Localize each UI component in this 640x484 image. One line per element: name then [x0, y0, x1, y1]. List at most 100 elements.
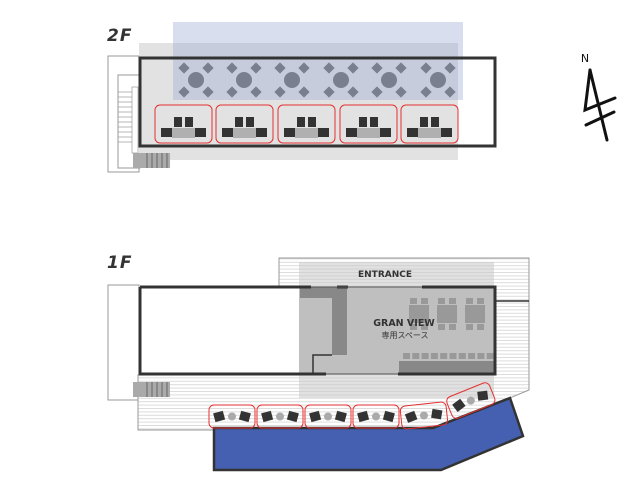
table-icon	[419, 411, 428, 420]
table-icon	[381, 72, 397, 88]
table-icon	[437, 305, 457, 323]
highlight-zone	[173, 22, 463, 100]
table-icon	[333, 72, 349, 88]
booth	[215, 104, 274, 144]
floor-1f-label: 1F	[107, 253, 132, 273]
chair-icon	[370, 117, 378, 127]
side-box	[107, 284, 140, 401]
table-icon	[228, 412, 236, 421]
table-icon	[409, 305, 429, 323]
booth-outline	[154, 104, 213, 144]
chair-icon	[430, 353, 438, 359]
seat-outline	[208, 404, 256, 429]
booth-outline	[277, 104, 336, 144]
chair-icon	[403, 353, 410, 359]
chair-icon	[477, 353, 485, 359]
chair-icon	[286, 410, 299, 423]
seat-outline	[399, 401, 449, 430]
booth	[339, 104, 398, 144]
chair-icon	[308, 117, 316, 127]
chair-icon	[359, 117, 367, 127]
chair-icon	[420, 117, 428, 127]
seat-outline	[256, 404, 304, 429]
chair-icon	[238, 410, 251, 423]
chair-icon	[421, 324, 428, 330]
chair-icon	[284, 128, 295, 137]
table-icon	[295, 128, 318, 138]
chair-icon	[421, 298, 428, 304]
chair-icon	[261, 410, 274, 423]
area-subtitle: 専用スペース	[381, 330, 428, 340]
table-icon	[430, 72, 446, 88]
seat-outline	[446, 382, 496, 419]
chair-icon	[246, 117, 254, 127]
chair-icon	[410, 298, 417, 304]
booth	[277, 104, 336, 144]
chair-icon	[438, 324, 445, 330]
north-arrow: N	[581, 52, 617, 142]
chair-icon	[477, 324, 484, 330]
chair-icon	[441, 128, 452, 137]
chair-icon	[452, 398, 466, 412]
chair-icon	[438, 298, 445, 304]
chair-icon	[380, 128, 391, 137]
stair-steps-1f	[133, 382, 170, 397]
table-icon	[324, 412, 332, 421]
chair-icon	[412, 353, 420, 359]
chair-icon	[440, 353, 448, 359]
table-icon	[236, 72, 252, 88]
indoor-room	[139, 287, 299, 374]
chair-icon	[468, 353, 476, 359]
highlight-zone-1f	[299, 262, 494, 398]
counter	[300, 287, 347, 355]
north-label: N	[581, 52, 589, 65]
chair-icon	[346, 128, 357, 137]
pair-seat	[208, 404, 256, 429]
table-icon	[465, 305, 485, 323]
chair-icon	[357, 410, 370, 423]
floor-2f: 2F	[107, 22, 497, 173]
water-pool	[212, 396, 525, 472]
area-title: GRAN VIEW	[373, 318, 435, 329]
chair-icon	[421, 353, 429, 359]
floor-1f: 1F ENTRANCE GRAN VIEW 専用スペース	[107, 253, 530, 472]
chair-icon	[466, 298, 473, 304]
booth	[400, 104, 459, 144]
pair-seat	[446, 382, 496, 419]
chair-icon	[222, 128, 233, 137]
pair-seat	[256, 404, 304, 429]
chair-icon	[410, 324, 417, 330]
table-icon	[418, 128, 441, 138]
chair-icon	[256, 128, 267, 137]
seat-outline	[352, 404, 400, 429]
chair-icon	[449, 298, 456, 304]
chair-icon	[382, 410, 395, 423]
booth	[154, 104, 213, 144]
table-icon	[233, 128, 256, 138]
chair-icon	[404, 410, 418, 423]
booth-outline	[339, 104, 398, 144]
chair-icon	[431, 117, 439, 127]
chair-icon	[161, 128, 172, 137]
chair-icon	[309, 410, 322, 423]
pair-seat	[304, 404, 352, 429]
chair-icon	[466, 324, 473, 330]
chair-icon	[334, 410, 347, 423]
chair-icon	[185, 117, 193, 127]
booth-seats-2f	[154, 104, 459, 144]
bench	[399, 361, 495, 374]
table-icon	[276, 412, 284, 421]
chair-icon	[458, 353, 466, 359]
table-icon	[172, 128, 195, 138]
chair-icon	[195, 128, 206, 137]
chair-icon	[407, 128, 418, 137]
table-icon	[188, 72, 204, 88]
seat-outline	[304, 404, 352, 429]
chair-icon	[477, 390, 489, 401]
stair-steps-2f	[133, 153, 170, 168]
chair-icon	[431, 408, 443, 420]
chair-icon	[486, 353, 494, 359]
stairs	[118, 86, 139, 154]
pair-seat	[352, 404, 400, 429]
